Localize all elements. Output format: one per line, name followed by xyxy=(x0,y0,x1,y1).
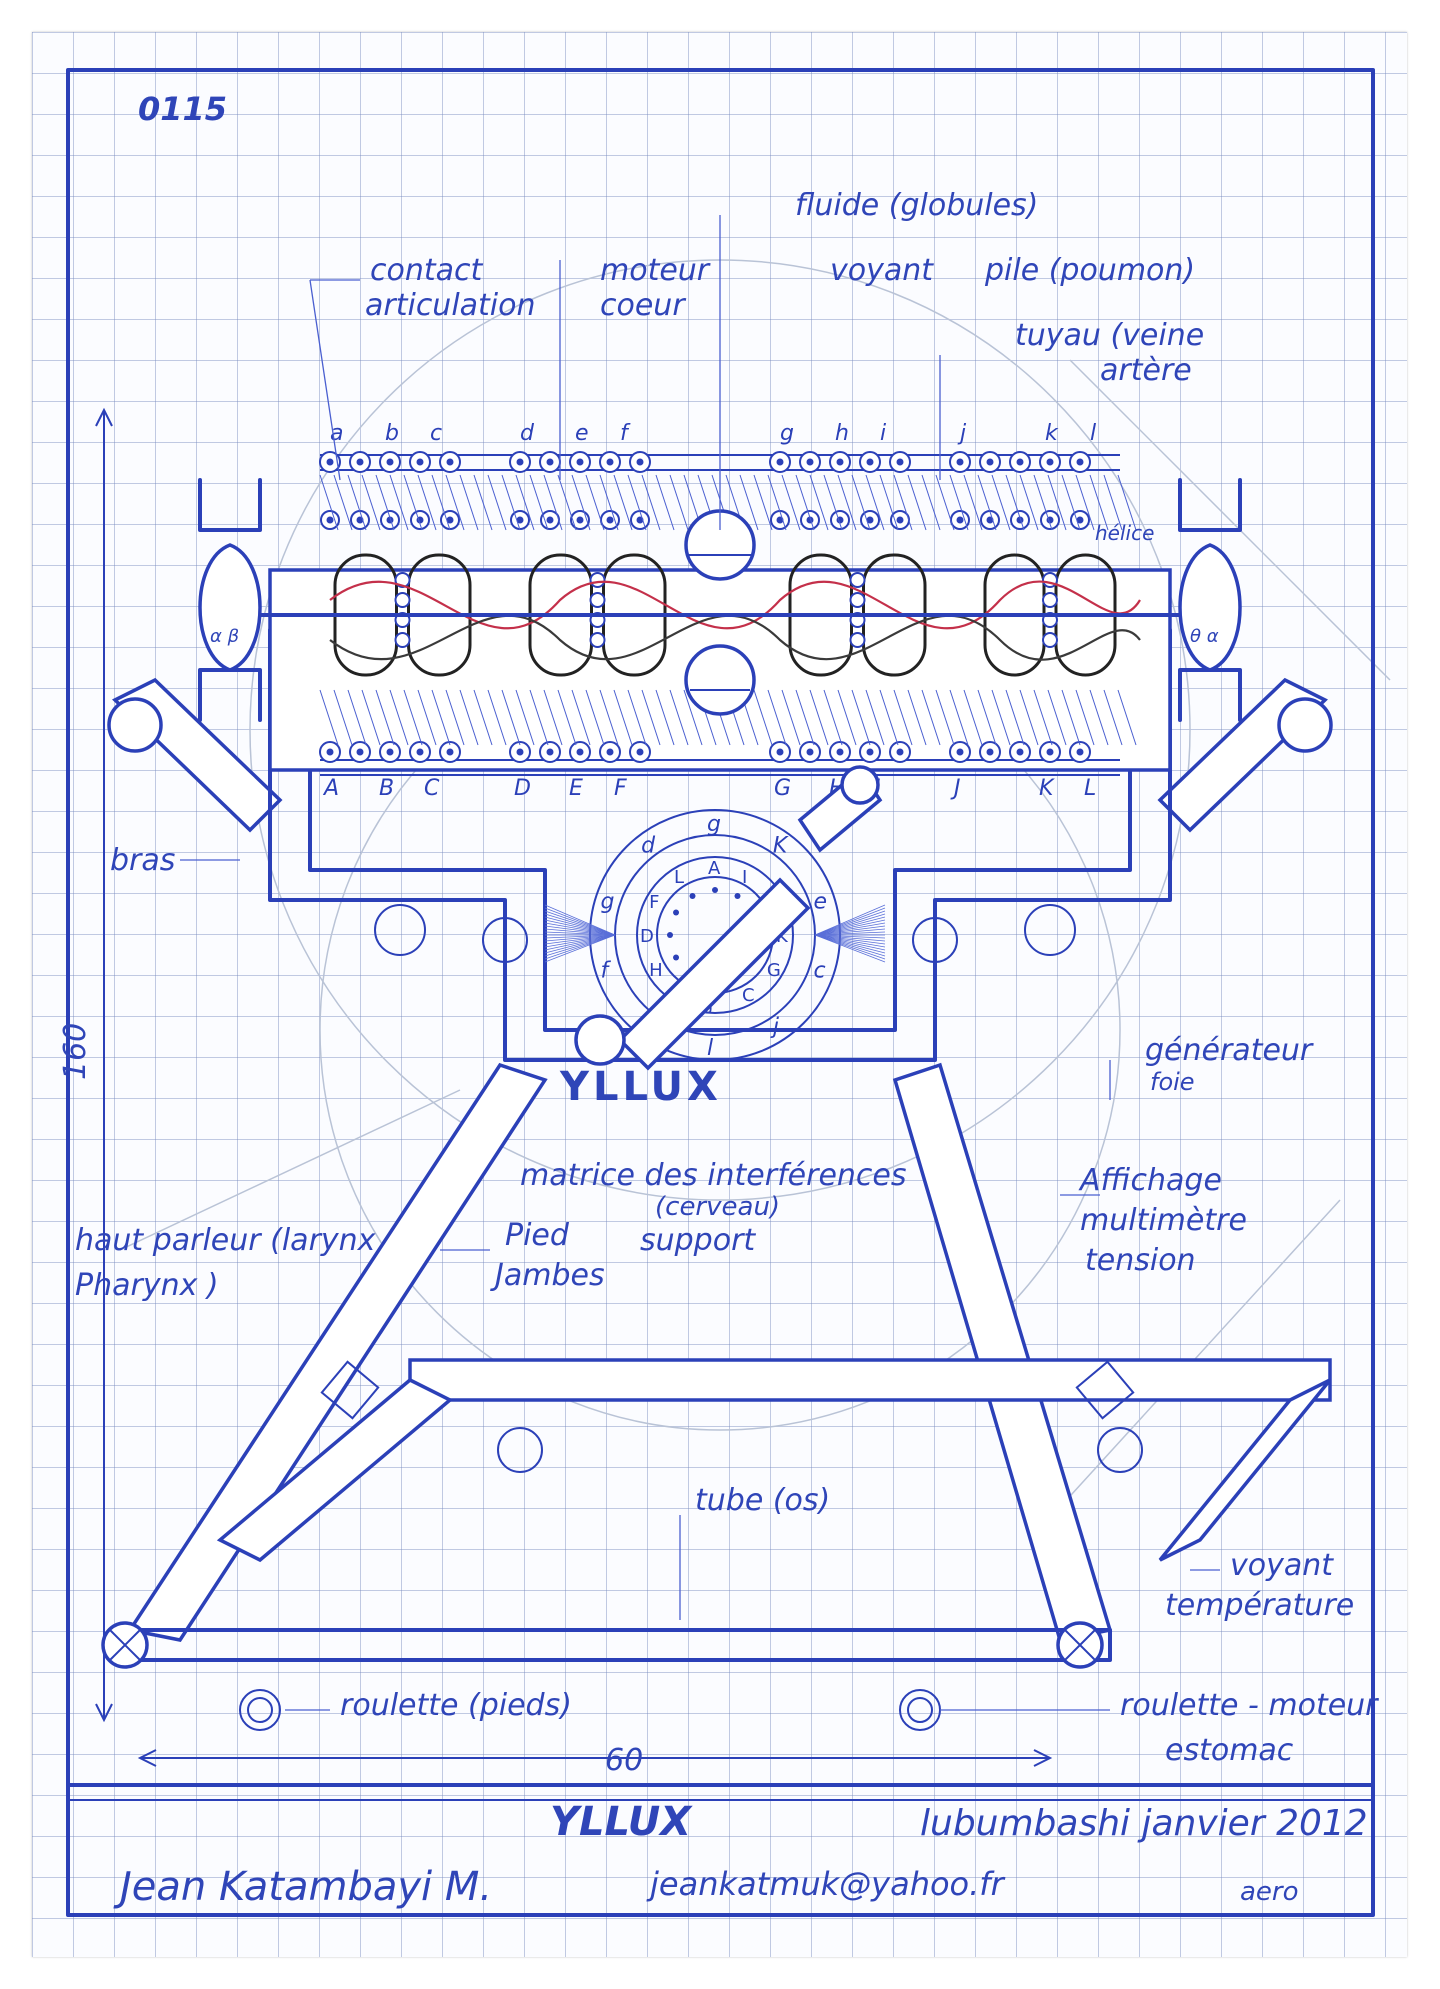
dial-outer-letter: g xyxy=(707,812,721,837)
label-coeur: coeur xyxy=(600,288,686,323)
label-moteur: moteur xyxy=(600,253,711,288)
bottom-letter: K xyxy=(1039,776,1055,801)
label-contact: contact xyxy=(370,253,484,288)
sheet-title: YLLUX xyxy=(550,1799,693,1845)
dial-outer-letter: c xyxy=(814,959,826,984)
name-plate: YLLUX xyxy=(559,1064,722,1110)
bottom-letter: E xyxy=(569,776,583,801)
dial-inner-letter: A xyxy=(708,858,721,879)
annotations: fluide (globules) contact articulation m… xyxy=(58,188,1379,1778)
bottom-letter: A xyxy=(322,776,339,801)
top-letter: e xyxy=(575,421,589,446)
label-pied: Pied xyxy=(505,1218,570,1253)
label-bras: bras xyxy=(110,843,175,878)
dial-inner-letter: C xyxy=(742,985,755,1006)
top-letter: i xyxy=(880,421,886,446)
place-date: lubumbashi janvier 2012 xyxy=(920,1803,1368,1844)
label-generateur: générateur xyxy=(1145,1033,1314,1068)
top-letter: b xyxy=(385,421,399,446)
label-voyant: voyant xyxy=(830,253,934,288)
dial-inner-letter: F xyxy=(649,892,659,913)
label-support: support xyxy=(640,1223,756,1258)
bottom-letter: D xyxy=(514,776,531,801)
top-letter: j xyxy=(957,421,967,446)
label-foie: foie xyxy=(1150,1068,1195,1096)
leader-lines xyxy=(180,215,1220,1711)
side-clamps xyxy=(198,478,1242,722)
middle-contact-row xyxy=(320,510,1090,530)
top-letter: f xyxy=(620,421,631,446)
dimension-lines xyxy=(95,407,1053,1767)
top-letter: k xyxy=(1045,421,1059,446)
dimension-height: 160 xyxy=(58,1023,93,1080)
label-tuyau: tuyau (veine xyxy=(1015,318,1204,353)
label-artere: artère xyxy=(1100,353,1192,388)
top-letter: l xyxy=(1090,421,1096,446)
dial-inner-letter: L xyxy=(674,867,684,888)
top-letter: c xyxy=(430,421,442,446)
top-letter: g xyxy=(780,421,794,446)
bottom-letter: G xyxy=(774,776,791,801)
top-letter: d xyxy=(520,421,535,446)
label-pharynx: Pharynx ) xyxy=(75,1268,219,1303)
dial-outer-letter: l xyxy=(707,1036,713,1061)
bottom-letter: L xyxy=(1084,776,1096,801)
dial-inner-letter: H xyxy=(649,960,663,981)
label-roulette-moteur: roulette - moteur xyxy=(1120,1688,1379,1723)
label-voyant-temp: voyant xyxy=(1230,1548,1334,1583)
dial-outer-letter: e xyxy=(814,889,828,914)
dimension-width: 60 xyxy=(605,1743,643,1778)
label-articulation: articulation xyxy=(365,288,536,323)
author-name: Jean Katambayi M. xyxy=(113,1864,492,1910)
label-matrice: matrice des interférences xyxy=(520,1158,907,1193)
label-haut-parleur: haut parleur (larynx xyxy=(75,1223,376,1258)
bottom-letter: C xyxy=(424,776,440,801)
label-tube: tube (os) xyxy=(695,1483,830,1518)
bottom-letter: F xyxy=(614,776,627,801)
category: aero xyxy=(1240,1877,1299,1907)
bottom-letter: J xyxy=(950,776,961,801)
dial-inner-letter: G xyxy=(767,960,781,981)
label-temperature: température xyxy=(1165,1588,1354,1623)
label-helice: hélice xyxy=(1095,521,1154,545)
dial-outer-letter: g xyxy=(600,889,614,914)
label-pile: pile (poumon) xyxy=(984,253,1195,288)
title-block-frame xyxy=(66,68,1375,1917)
side-right-label: θ α xyxy=(1190,626,1219,647)
bottom-contact-row: ABCDEFGHIJKL xyxy=(319,741,1096,801)
author-email: jeankatmuk@yahoo.fr xyxy=(646,1865,1006,1903)
label-cerveau: (cerveau) xyxy=(655,1192,780,1222)
bottom-letter: B xyxy=(379,776,394,801)
label-jambes: Jambes xyxy=(490,1258,605,1293)
dial-outer-letter: K xyxy=(773,833,789,858)
sheet-number: 0115 xyxy=(138,90,227,128)
label-multimetre: multimètre xyxy=(1080,1203,1247,1238)
dial-outer-letter: f xyxy=(600,959,611,984)
label-affichage: Affichage xyxy=(1078,1163,1222,1198)
label-estomac: estomac xyxy=(1165,1733,1294,1768)
dial-inner-letter: D xyxy=(640,926,654,947)
dial-inner-letter: I xyxy=(742,867,747,888)
side-left-label: α β xyxy=(210,626,239,647)
title-block: 0115 YLLUX lubumbashi janvier 2012 Jean … xyxy=(113,90,1368,1910)
top-letter: h xyxy=(835,421,849,446)
legs-frame xyxy=(101,1062,1332,1731)
dial-outer-letter: d xyxy=(641,833,656,858)
arms xyxy=(107,677,1333,833)
label-roulette-pieds: roulette (pieds) xyxy=(340,1688,572,1723)
label-fluide: fluide (globules) xyxy=(795,188,1038,223)
dial-outer-letter: j xyxy=(770,1015,780,1040)
label-tension: tension xyxy=(1085,1243,1196,1278)
interference-dial: gKecjlLfgd AIEKGCJBHDFL xyxy=(544,765,886,1071)
